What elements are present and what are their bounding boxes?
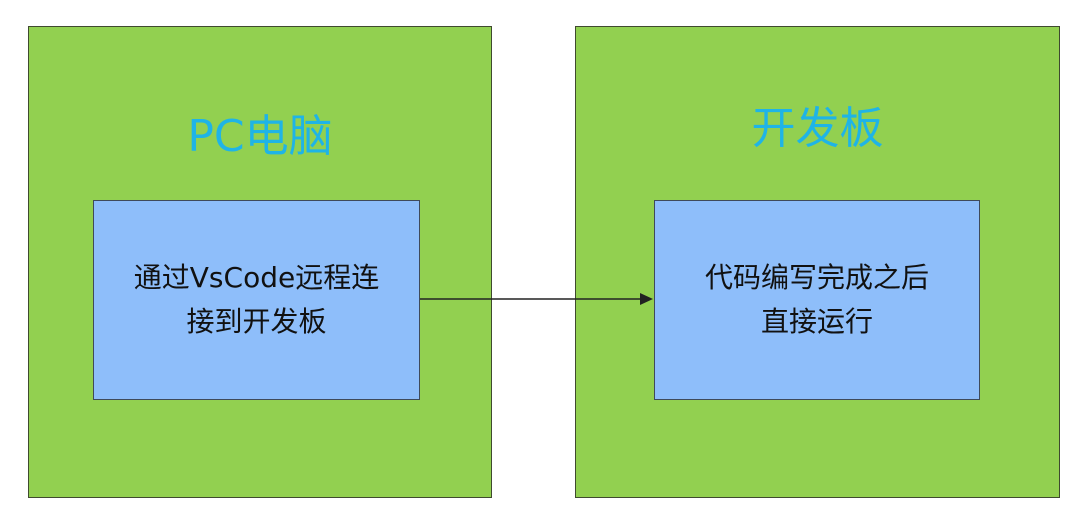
pc-inner-box: 通过VsCode远程连 接到开发板 — [93, 200, 420, 400]
pc-box: PC电脑 通过VsCode远程连 接到开发板 — [28, 26, 492, 498]
pc-inner-line-1: 通过VsCode远程连 — [133, 261, 380, 294]
board-inner-line-2: 直接运行 — [760, 305, 873, 338]
pc-title: PC电脑 — [187, 111, 333, 162]
board-title: 开发板 — [751, 103, 884, 154]
board-inner-text: 代码编写完成之后 直接运行 — [691, 256, 943, 344]
board-box: 开发板 代码编写完成之后 直接运行 — [575, 26, 1060, 498]
board-inner-line-1: 代码编写完成之后 — [704, 261, 929, 294]
board-inner-box: 代码编写完成之后 直接运行 — [654, 200, 980, 400]
pc-inner-text: 通过VsCode远程连 接到开发板 — [120, 256, 393, 344]
pc-inner-line-2: 接到开发板 — [186, 305, 327, 338]
